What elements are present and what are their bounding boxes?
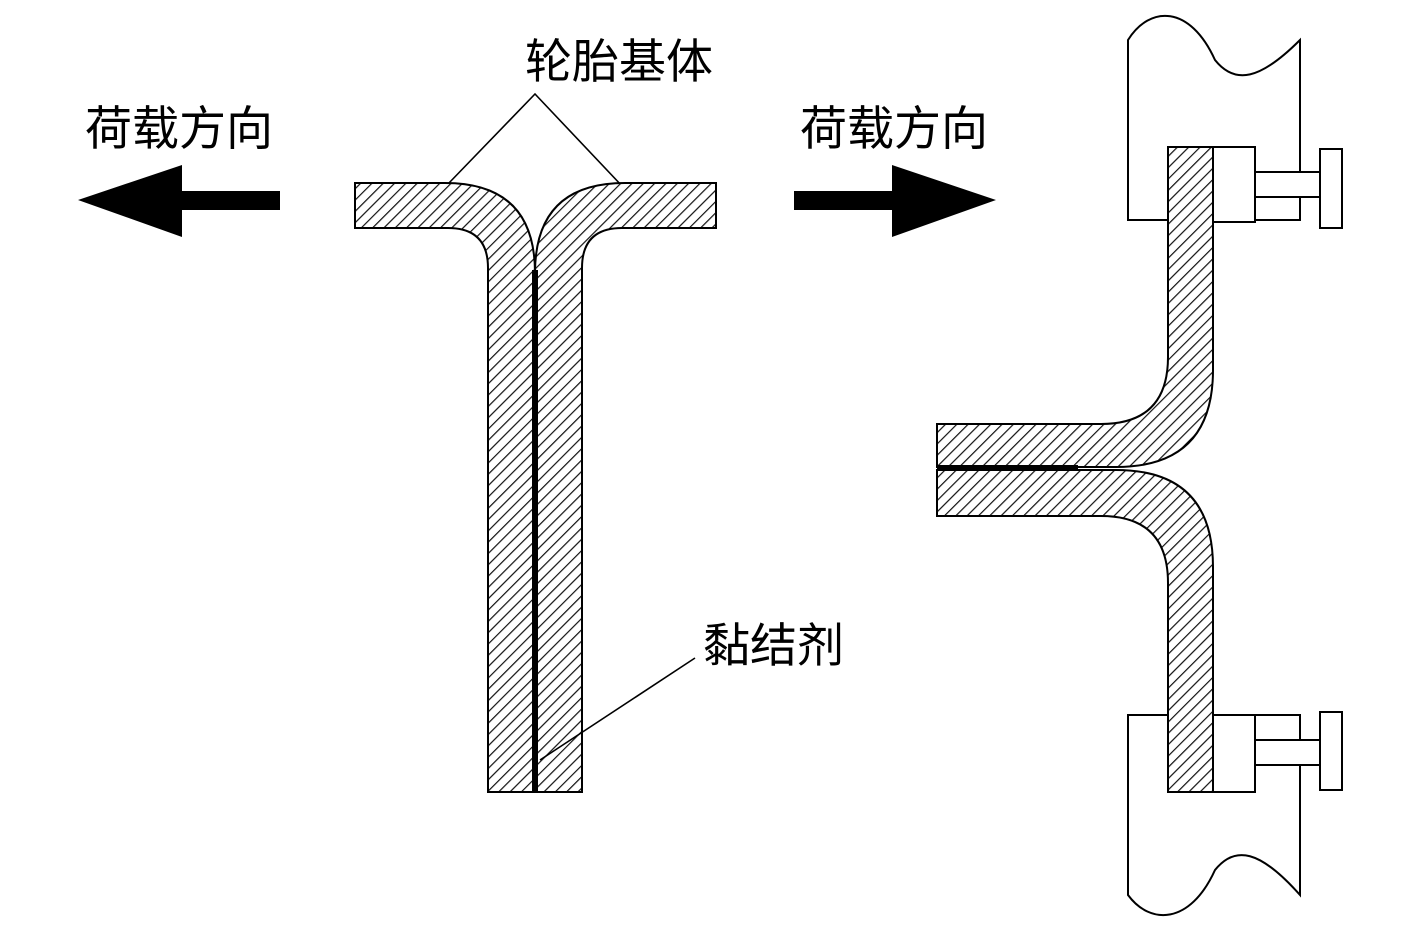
tire-matrix-label: 轮胎基体	[525, 35, 713, 90]
upper-clamp-jaw	[1212, 146, 1256, 223]
tire-matrix-left-strip	[354, 182, 536, 793]
lower-clamp-screw-head	[1319, 711, 1343, 791]
load-direction-label-left: 荷载方向	[85, 102, 273, 157]
upper-clamp-screw-head	[1319, 148, 1343, 229]
adhesive-leader-line	[539, 657, 696, 761]
specimen-upper-arm	[936, 146, 1214, 468]
tire-matrix-leader-line	[447, 92, 641, 206]
load-direction-label-right: 荷载方向	[800, 102, 988, 157]
load-direction-arrow-left	[78, 165, 280, 237]
upper-clamp-screw-shaft	[1254, 171, 1321, 198]
adhesive-label: 黏结剂	[703, 619, 844, 674]
lower-clamp-screw-shaft	[1254, 739, 1321, 766]
specimen-lower-arm	[936, 469, 1214, 793]
tire-matrix-right-strip	[534, 182, 717, 793]
lower-clamp-jaw	[1212, 714, 1256, 793]
load-direction-arrow-right	[794, 165, 996, 237]
